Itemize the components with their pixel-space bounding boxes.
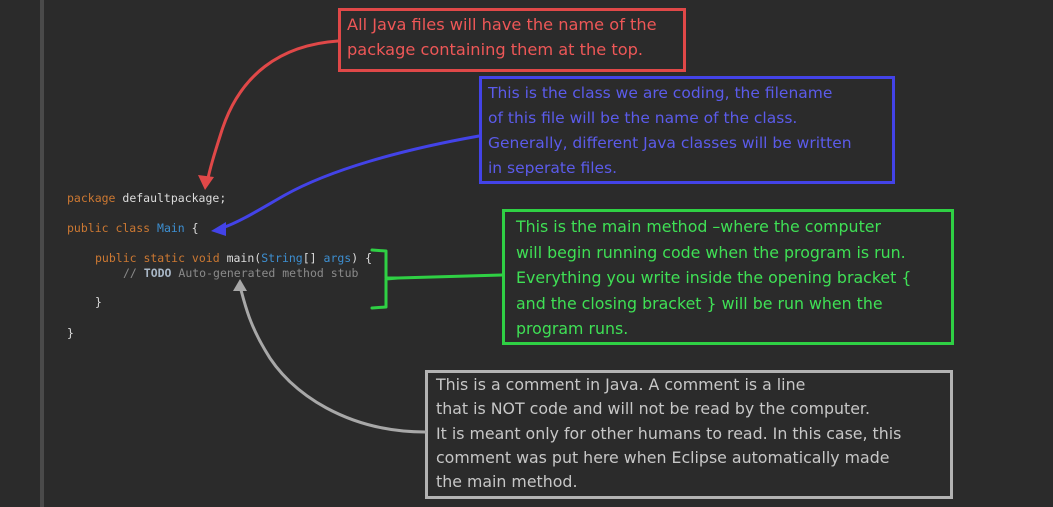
code-token: ) { <box>351 251 372 265</box>
main-method-annotation-box: This is the main method –where the compu… <box>502 209 954 345</box>
annotation-line: Generally, different Java classes will b… <box>488 134 852 152</box>
code-line-package[interactable]: package defaultpackage; <box>67 191 226 205</box>
annotation-line: and the closing bracket } will be run wh… <box>516 293 883 313</box>
blue-arrow <box>220 134 481 230</box>
code-token: Auto-generated method stub <box>171 266 359 280</box>
code-token: main( <box>226 251 262 265</box>
annotation-line: comment was put here when Eclipse automa… <box>436 447 890 467</box>
code-line-todo-comment[interactable]: // TODO Auto-generated method stub <box>123 266 358 280</box>
code-token: package <box>67 191 123 205</box>
code-token: // <box>123 266 144 280</box>
code-token: public static void <box>95 251 227 265</box>
annotation-line: will begin running code when the program… <box>516 242 906 262</box>
red-arrowhead <box>198 175 214 190</box>
blue-arrowhead <box>211 222 226 236</box>
code-token: } <box>67 326 74 340</box>
annotation-line: in seperate files. <box>488 159 618 177</box>
annotation-line: This is the main method –where the compu… <box>516 217 881 236</box>
code-token: TODO <box>143 266 172 280</box>
gray-arrow <box>239 288 427 434</box>
code-token: args <box>323 251 352 265</box>
code-token: public class <box>67 221 158 235</box>
code-token: String <box>261 251 303 265</box>
annotation-line: that is NOT code and will not be read by… <box>436 399 870 419</box>
red-arrow <box>205 39 340 185</box>
annotation-line: Everything you write inside the opening … <box>516 268 912 287</box>
comment-annotation-box: This is a comment in Java. A comment is … <box>425 370 953 499</box>
annotation-line: of this file will be the name of the cla… <box>488 109 798 127</box>
annotation-line: It is meant only for other humans to rea… <box>436 423 902 443</box>
code-line-class-declaration[interactable]: public class Main { <box>67 221 199 235</box>
annotation-line: program runs. <box>516 319 629 338</box>
code-token: Main <box>157 221 185 235</box>
class-annotation-box: This is the class we are coding, the fil… <box>479 76 895 184</box>
code-token: [] <box>302 251 324 265</box>
annotation-line: This is the class we are coding, the fil… <box>488 84 833 102</box>
code-line-method-close[interactable]: } <box>95 295 102 309</box>
gray-arrowhead <box>233 279 247 291</box>
green-brace <box>370 248 400 310</box>
code-token: { <box>184 221 199 235</box>
annotation-line: All Java files will have the name of the <box>347 15 657 34</box>
code-line-class-close[interactable]: } <box>67 326 74 340</box>
editor-gutter-line <box>40 0 44 507</box>
annotation-line: This is a comment in Java. A comment is … <box>436 375 806 394</box>
code-line-main-method[interactable]: public static void main(String[] args) { <box>95 251 372 265</box>
annotation-line: package containing them at the top. <box>347 39 644 59</box>
code-token: defaultpackage; <box>122 191 227 205</box>
annotation-line: the main method. <box>436 472 578 492</box>
code-token: } <box>95 295 102 309</box>
green-connector <box>396 273 504 280</box>
package-annotation-box: All Java files will have the name of the… <box>338 8 686 72</box>
